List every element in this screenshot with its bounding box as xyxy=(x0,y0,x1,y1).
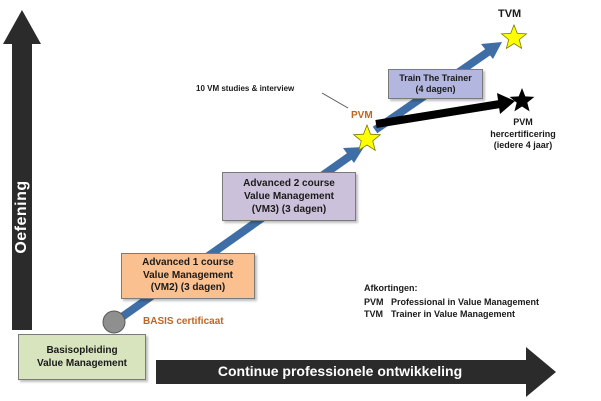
vertical-axis-label: Oefening xyxy=(13,180,30,254)
recert-star-icon xyxy=(509,88,535,112)
recert-arrow-line xyxy=(375,100,501,128)
advanced1-box-line-1: Advanced 1 course xyxy=(142,257,234,269)
ttt-box-line-2: (4 dagen) xyxy=(415,84,456,94)
tvm-star-icon xyxy=(500,23,528,50)
advanced2-box-line-3: (VM3) (3 dagen) xyxy=(251,204,327,215)
basis-box: Basisopleiding Value Management xyxy=(18,334,146,380)
basis-box-line-1: Basisopleiding xyxy=(46,345,118,356)
horizontal-axis-arrow xyxy=(156,347,556,397)
vertical-axis-arrow xyxy=(3,10,41,330)
abbreviation-value: Professional in Value Management xyxy=(391,297,540,307)
advanced1-box-line-2: Value Management xyxy=(142,269,234,281)
pvm-star-icon xyxy=(352,123,382,152)
abbreviation-value: Trainer in Value Management xyxy=(391,309,516,319)
tvm-arrow-head xyxy=(481,42,502,59)
progression-arrow-head xyxy=(343,147,364,163)
abbreviation-key: TVM xyxy=(364,309,383,319)
train-the-trainer-box: Train The Trainer (4 dagen) xyxy=(388,69,483,99)
basis-certificaat-label: BASIS certificaat xyxy=(143,316,224,327)
studies-label: 10 VM studies & interview xyxy=(196,84,295,93)
advanced2-box-line-2: Value Management xyxy=(243,191,335,202)
horizontal-axis-label: Continue professionele ontwikkeling xyxy=(217,363,463,379)
advanced2-box-line-1: Advanced 2 course xyxy=(243,178,335,189)
advanced2-box: Advanced 2 course Value Management (VM3)… xyxy=(222,172,356,221)
tvm-label: TVM xyxy=(498,8,522,20)
ttt-box-line-1: Train The Trainer xyxy=(399,72,472,83)
recert-label-line-3: (iedere 4 jaar) xyxy=(493,140,553,151)
recert-label-line-2: hercertificering xyxy=(490,128,556,139)
recert-label: PVM hercertificering (iedere 4 jaar) xyxy=(480,117,566,152)
abbreviation-key: PVM xyxy=(364,297,384,307)
basis-box-line-2: Value Management xyxy=(36,358,128,369)
recert-arrow-head xyxy=(497,93,515,114)
advanced1-box: Advanced 1 course Value Management (VM2)… xyxy=(121,253,255,299)
start-circle xyxy=(102,310,126,334)
advanced1-box-line-3: (VM2) (3 dagen) xyxy=(150,282,226,294)
abbreviations-block: Afkortingen: PVM Professional in Value M… xyxy=(364,283,539,319)
recert-label-line-1: PVM xyxy=(513,117,533,127)
abbreviations-title: Afkortingen: xyxy=(364,283,418,293)
abbreviation-row-tvm: TVM Trainer in Value Management xyxy=(364,309,539,319)
pvm-label: PVM xyxy=(351,110,373,121)
abbreviation-row-pvm: PVM Professional in Value Management xyxy=(364,297,539,307)
studies-pointer-line xyxy=(321,92,349,109)
